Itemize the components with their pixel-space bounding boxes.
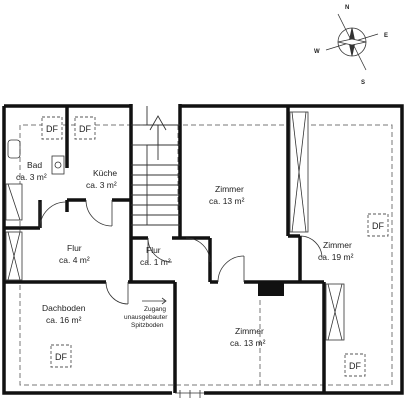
compass-rose xyxy=(325,13,379,71)
bathroom-fixtures xyxy=(7,139,65,175)
windows xyxy=(5,111,345,341)
room-zimmer-mitte-name: Zimmer xyxy=(215,184,244,194)
chimney xyxy=(258,282,284,296)
compass-north: N xyxy=(345,5,349,11)
skylight-label: DF xyxy=(55,352,67,362)
room-flur-links-area: ca. 4 m² xyxy=(59,255,90,265)
room-kueche-area: ca. 3 m² xyxy=(86,180,117,190)
compass-east: E xyxy=(384,33,388,39)
room-zimmer-mitte-area: ca. 13 m² xyxy=(209,196,245,206)
room-zimmer-rechts-area: ca. 19 m² xyxy=(318,252,354,262)
room-flur-mitte-area: ca. 1 m² xyxy=(140,257,171,267)
room-flur-links-name: Flur xyxy=(67,243,82,253)
skylight-label: DF xyxy=(46,124,58,134)
compass-south: S xyxy=(361,80,365,86)
compass-west: W xyxy=(314,49,320,55)
skylight-label: DF xyxy=(372,221,384,231)
room-flur-mitte-name: Flur xyxy=(146,245,161,255)
room-dachboden-area: ca. 16 m² xyxy=(46,315,82,325)
bottom-door-marks xyxy=(175,390,205,398)
room-bad-name: Bad xyxy=(27,160,42,170)
skylight-label: DF xyxy=(79,124,91,134)
room-zimmer-unten-area: ca. 13 m² xyxy=(230,338,266,348)
access-line-spitzboden: Spitzboden xyxy=(131,322,164,329)
walls xyxy=(2,104,404,395)
room-zimmer-rechts-name: Zimmer xyxy=(323,240,352,250)
access-line-unausgebauter: unausgebauter xyxy=(124,314,168,321)
kneewall-dashed-line xyxy=(19,124,393,386)
room-bad-area: ca. 3 m² xyxy=(16,172,47,182)
room-dachboden-name: Dachboden xyxy=(42,303,86,313)
skylights xyxy=(41,116,389,377)
room-zimmer-unten-name: Zimmer xyxy=(235,326,264,336)
access-line-zugang: Zugang xyxy=(144,306,166,313)
door-swings xyxy=(39,199,323,305)
access-arrow xyxy=(142,297,167,305)
skylight-label: DF xyxy=(349,361,361,371)
room-kueche-name: Küche xyxy=(93,168,117,178)
staircase xyxy=(131,106,180,226)
